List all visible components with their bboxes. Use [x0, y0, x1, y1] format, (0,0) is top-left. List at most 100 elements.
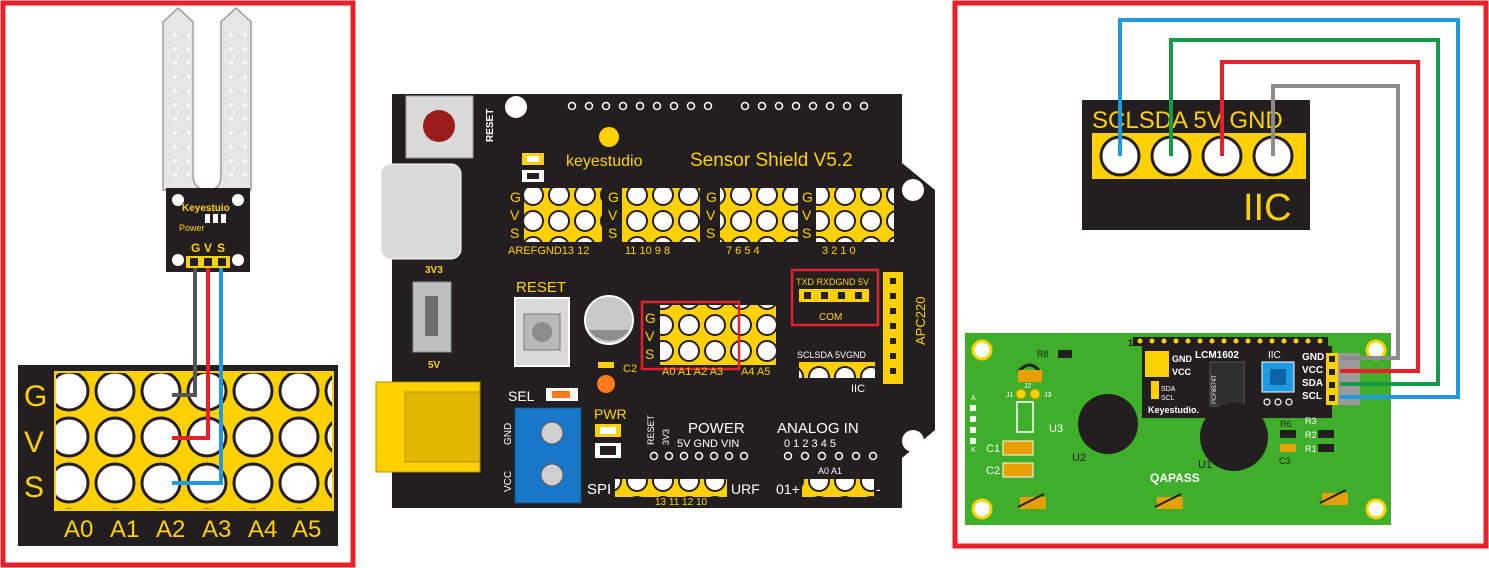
switch-top-label: 3V3 — [425, 265, 443, 276]
label-u3: U3 — [1049, 423, 1063, 435]
com-pins-label: TXD RXDGND 5V — [796, 277, 869, 287]
gvs-v-3: V — [706, 207, 716, 223]
spi-label: SPI — [587, 481, 611, 498]
com-highlight-box — [790, 268, 880, 327]
lcd-iic-label: IIC — [1268, 350, 1281, 361]
analog-label-0: A0 — [64, 516, 93, 543]
left-frame — [0, 0, 356, 568]
qapass-label: QAPASS — [1150, 471, 1200, 485]
jumper-gnd: GND — [1172, 354, 1193, 364]
sensor-pin-v: V — [204, 241, 212, 255]
urf-suffix: - — [876, 481, 881, 497]
analog-gvs-v: V — [645, 328, 655, 344]
right-frame — [952, 0, 1489, 549]
wire-signal — [172, 268, 223, 485]
sensor-shield: RESET 3V3 5V keyestudio Sensor Shield V5… — [375, 94, 935, 508]
label-j3: J3 — [1044, 392, 1052, 399]
gvs-v-4: V — [802, 207, 812, 223]
power-label: POWER — [688, 420, 745, 437]
backpack-sda: SDA — [1161, 386, 1176, 393]
digital-labels-4: 3 2 1 0 — [822, 245, 856, 257]
row-label-v: V — [24, 426, 44, 459]
right-panel: SCLSDA 5V GND IIC 16 R8 GND VCC SDA SCL … — [952, 0, 1489, 549]
pwr-label: PWR — [594, 406, 627, 422]
reset-label: RESET — [516, 279, 566, 296]
iic-header-label: IIC — [1243, 187, 1292, 229]
sel-label: SEL — [508, 388, 535, 404]
wire-vcc — [172, 268, 210, 440]
keyestudio-logo-icon — [599, 127, 619, 147]
gvs-s-4: S — [802, 225, 811, 241]
wire-scl-lcd — [1118, 18, 1460, 399]
wire-gnd — [172, 268, 197, 397]
top-header-dots — [567, 101, 869, 111]
analog-pins-label: A0 A1 A2 A3 — [662, 366, 723, 378]
a0a1-label: A0 A1 — [818, 466, 842, 476]
reset-vertical: RESET — [646, 414, 656, 445]
analog-in-numbers: 0 1 2 3 4 5 — [784, 438, 836, 450]
power-pins: 5V GND VIN — [677, 438, 739, 450]
wire-vcc-lcd — [1220, 60, 1420, 373]
probe-dots-left — [168, 30, 190, 180]
digital-labels-1: AREFGND13 12 — [508, 245, 589, 257]
iic-header-pins: SCLSDA 5V GND — [1092, 107, 1283, 134]
lcd-pin-sda: SDA — [1302, 378, 1323, 389]
label-a: A — [971, 395, 976, 402]
wire-sda-lcd — [1169, 38, 1440, 386]
analog-label-2: A2 — [156, 516, 185, 543]
wire-gnd-lcd — [1271, 84, 1400, 360]
gvs-v-2: V — [608, 207, 618, 223]
urf-label: URF — [731, 481, 760, 497]
shield-iic-label: IIC — [851, 383, 865, 395]
terminal-vcc: VCC — [503, 471, 514, 492]
backpack-scl: SCL — [1161, 395, 1175, 402]
label-c1: C1 — [986, 443, 1000, 455]
chip-blob-u2 — [1078, 394, 1138, 454]
gvs-g-3: G — [706, 189, 717, 205]
com-label: COM — [819, 312, 842, 323]
shield-title: Sensor Shield V5.2 — [690, 150, 853, 171]
label-r3: R3 — [1305, 416, 1317, 426]
analog-in-label: ANALOG IN — [777, 420, 859, 437]
digital-labels-2: 11 10 9 8 — [625, 245, 670, 257]
label-j1: J1 — [1006, 392, 1014, 399]
digital-labels-3: 7 6 5 4 — [726, 245, 760, 257]
shield-iic-pins: SCLSDA 5VGND — [797, 350, 867, 360]
gvs-s-1: S — [510, 225, 519, 241]
label-u1: U1 — [1198, 459, 1212, 471]
gvs-s-2: S — [608, 225, 617, 241]
v3-vertical: 3V3 — [661, 429, 671, 445]
sensor-brand: Keyestuio — [182, 203, 230, 214]
label-r1: R1 — [1305, 444, 1317, 454]
power-header-dots — [649, 451, 878, 461]
gvs-v-1: V — [510, 207, 520, 223]
gvs-g-4: G — [802, 189, 813, 205]
apc220-label: APC220 — [913, 297, 928, 345]
analog-label-4: A4 — [248, 516, 277, 543]
label-c3: C3 — [1279, 456, 1291, 466]
sensor-power-label: Power — [179, 223, 205, 233]
urf-prefix: 01+ — [776, 481, 800, 497]
lcd-pin-scl: SCL — [1302, 391, 1322, 402]
backpack-brand: Keyestudio. — [1148, 405, 1199, 415]
gvs-s-3: S — [706, 225, 715, 241]
lcd-pin-gnd: GND — [1302, 352, 1324, 363]
label-r6: R6 — [1280, 419, 1292, 429]
analog-label-1: A1 — [110, 516, 139, 543]
terminal-gnd: GND — [503, 423, 514, 445]
lcd-sixteen: 16 — [1128, 338, 1138, 348]
chip-text: PCF8574T — [1212, 375, 1218, 404]
usb-c-port — [380, 163, 462, 260]
digital-blocks: G V S AREFGND13 12 G V S 11 10 9 8 G V S… — [508, 188, 894, 257]
analog-label-3: A3 — [202, 516, 231, 543]
sensor-pin-s: S — [217, 241, 225, 255]
sensor-pin-g: G — [191, 241, 200, 255]
probe-dots-right — [225, 30, 247, 180]
analog-highlight-box — [640, 300, 741, 371]
gvs-g-2: G — [608, 189, 619, 205]
lcd-pin-vcc: VCC — [1302, 365, 1323, 376]
shield-brand: keyestudio — [566, 153, 643, 170]
